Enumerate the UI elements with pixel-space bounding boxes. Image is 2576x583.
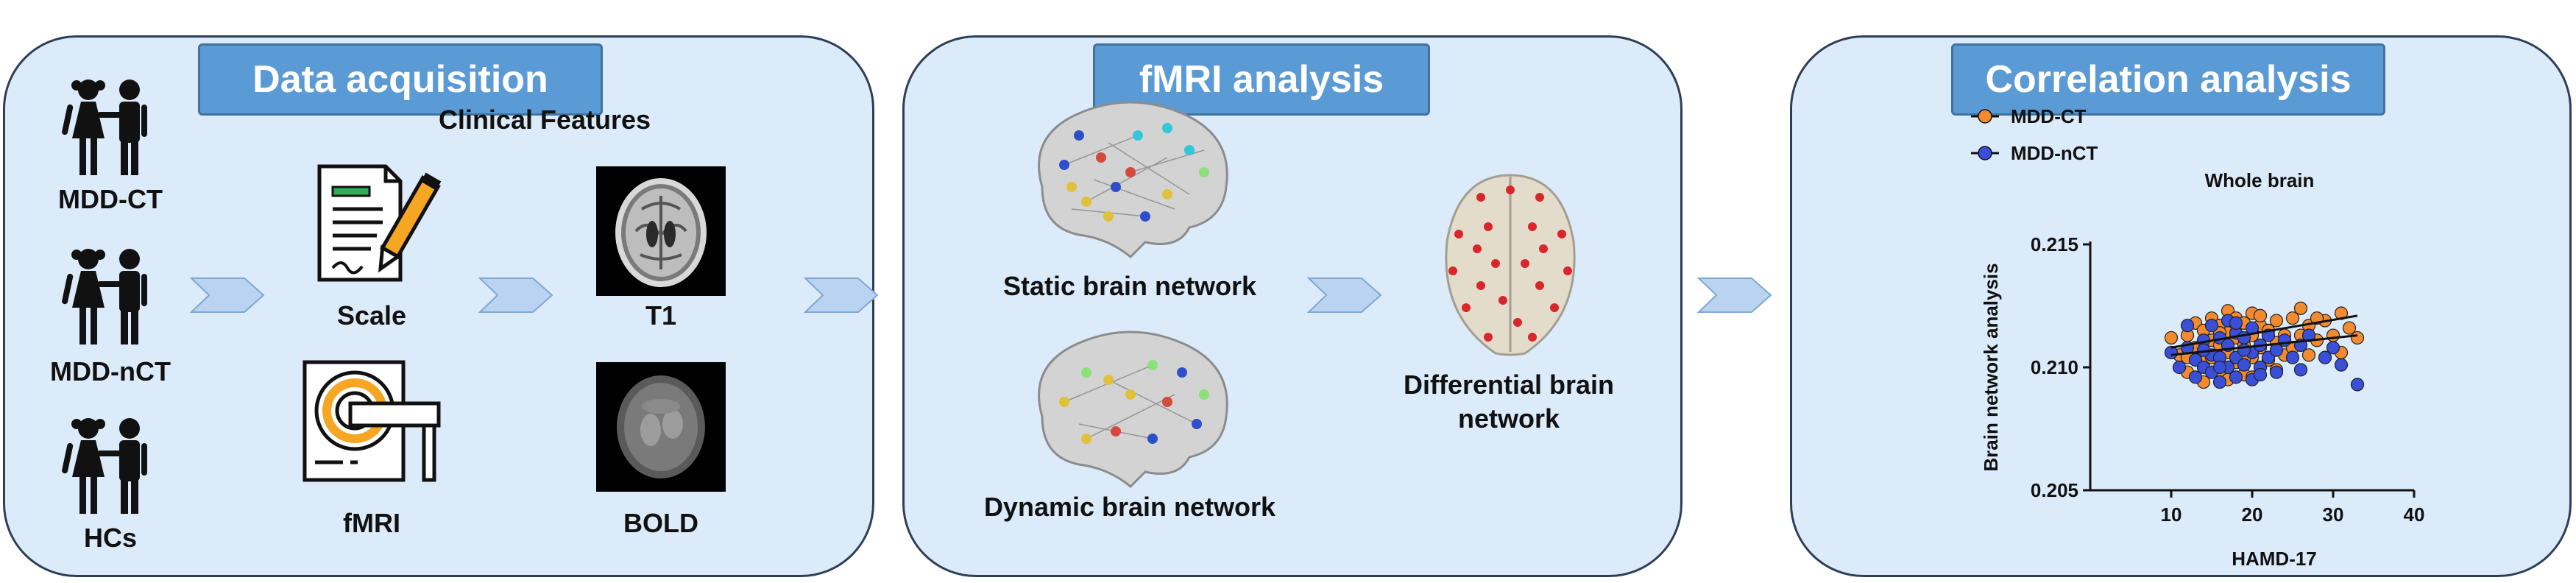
scatter-point <box>2301 328 2316 342</box>
group-label-mdd-ct: MDD-CT <box>58 184 163 214</box>
scatter-point <box>2180 319 2195 333</box>
scatter-point <box>2285 350 2300 364</box>
static-brain-network-label: Static brain network <box>1002 271 1257 301</box>
scatter-point <box>2293 301 2308 315</box>
scale-label: Scale <box>336 300 407 331</box>
arrow-right-icon <box>1306 278 1382 313</box>
scatter-point <box>2253 367 2268 382</box>
scatter-point <box>2277 333 2292 347</box>
scatter-point <box>2253 308 2268 322</box>
bold-label: BOLD <box>623 508 698 538</box>
scatter-point <box>2188 370 2203 384</box>
scatter-point <box>2229 316 2243 330</box>
legend-label: MDD-CT <box>2011 105 2087 127</box>
x-tick-label: 10 <box>2161 504 2182 526</box>
scatter-point <box>2164 331 2179 345</box>
scatter-point <box>2342 321 2357 335</box>
scatter-point <box>2350 331 2365 345</box>
static-brain-network-image <box>1038 101 1228 259</box>
scale-document-icon <box>317 164 442 282</box>
dynamic-brain-network-label: Dynamic brain network <box>983 492 1276 522</box>
scatter-point <box>2334 358 2349 372</box>
scatter-point <box>2293 363 2308 377</box>
legend-marker <box>1978 109 1992 124</box>
data-acquisition-title: Data acquisition <box>198 43 603 116</box>
scatter-point <box>2172 360 2187 375</box>
scatter-point <box>2326 341 2340 355</box>
chart-title: Whole brain <box>2205 169 2315 191</box>
scatter-point <box>2212 375 2227 389</box>
people-icon <box>62 249 147 344</box>
scatter-point <box>2326 328 2340 342</box>
trend-line <box>2170 314 2358 349</box>
x-axis-label: HAMD-17 <box>2232 548 2317 570</box>
fmri-label: fMRI <box>343 508 400 538</box>
x-tick-label: 20 <box>2242 504 2263 526</box>
fmri-analysis-title: fMRI analysis <box>1093 43 1430 116</box>
y-tick-label: 0.205 <box>2031 479 2078 501</box>
scatter-point <box>2269 314 2284 328</box>
data-acquisition-panel: Data acquisition <box>3 35 874 577</box>
mri-scanner-icon <box>302 360 441 482</box>
people-icon <box>62 418 147 514</box>
people-icon <box>62 80 147 175</box>
legend-label: MDD-nCT <box>2011 142 2098 164</box>
scatter-point <box>2204 319 2219 333</box>
differential-brain-network-label: Differential brain network <box>1403 370 1615 434</box>
x-tick-label: 30 <box>2323 504 2344 526</box>
group-label-mdd-nct: MDD-nCT <box>50 356 171 386</box>
y-tick-label: 0.210 <box>2031 356 2078 378</box>
scatter-point <box>2350 378 2365 392</box>
correlation-scatter-chart: MDD-CT MDD-nCT Whole brain 0.205 0.210 0.215 1… <box>1971 105 2425 570</box>
trend-line <box>2170 334 2358 356</box>
x-tick-label: 40 <box>2404 504 2425 526</box>
scatter-point <box>2229 370 2243 384</box>
scatter-point <box>2318 350 2332 364</box>
t1-label: T1 <box>645 300 676 331</box>
arrow-right-icon <box>803 278 879 313</box>
scatter-point <box>2164 345 2179 360</box>
bold-mri-image <box>596 362 726 492</box>
arrow-right-icon <box>1696 278 1772 313</box>
arrow-right-icon <box>478 278 553 313</box>
t1-mri-image <box>596 166 726 296</box>
scatter-point <box>2237 358 2251 372</box>
scatter-point <box>2237 343 2251 357</box>
correlation-analysis-title: Correlation analysis <box>1951 43 2385 116</box>
scatter-point <box>2301 348 2316 362</box>
correlation-analysis-panel: Correlation analysis <box>1790 35 2572 577</box>
fmri-analysis-panel: fMRI analysis <box>902 35 1682 577</box>
scatter-point <box>2269 365 2284 379</box>
y-tick-label: 0.215 <box>2031 233 2078 255</box>
arrow-right-icon <box>189 278 265 313</box>
scatter-point <box>2285 311 2300 325</box>
clinical-features-label: Clinical Features <box>438 105 651 135</box>
y-axis-label: Brain network analysis <box>1980 263 2002 471</box>
scatter-point <box>2212 360 2227 375</box>
dynamic-brain-network-image <box>1038 331 1228 489</box>
legend-marker <box>1978 146 1992 160</box>
differential-brain-network-image <box>1445 174 1576 356</box>
group-label-hcs: HCs <box>83 523 138 553</box>
